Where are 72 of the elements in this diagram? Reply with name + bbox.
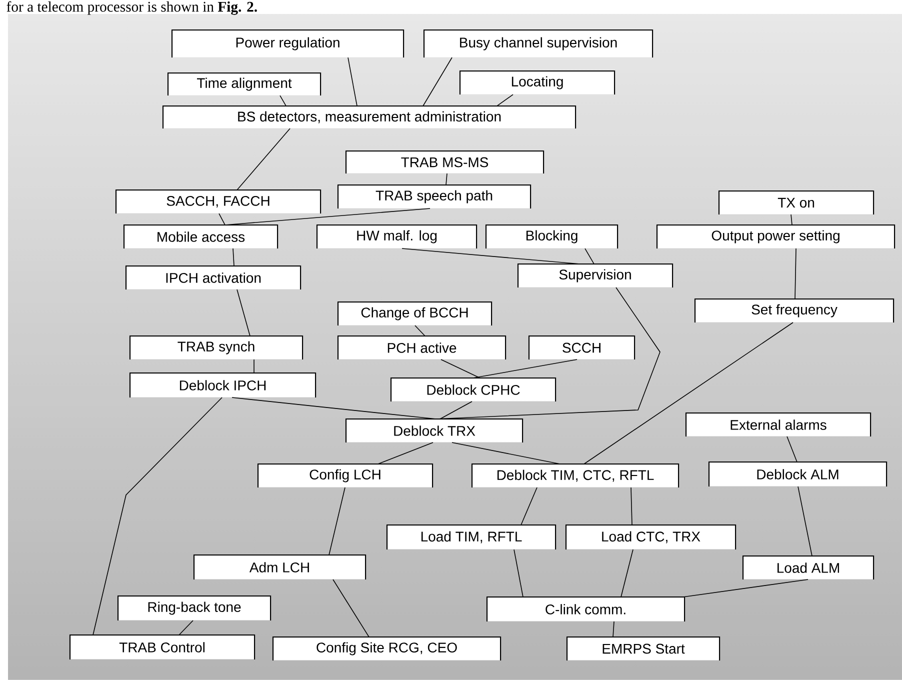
connector-line	[236, 289, 250, 336]
process-box: Load CTC, TRX	[565, 524, 736, 550]
process-box: Load TIM, RFTL	[386, 524, 556, 550]
connector-line	[224, 208, 430, 226]
connector-line	[328, 487, 346, 556]
process-box: Deblock TIM, CTC, RFTL	[471, 463, 680, 488]
process-box: TRAB synch	[129, 335, 304, 360]
process-box: Adm LCH	[193, 554, 366, 580]
process-box: Deblock CPHC	[390, 377, 556, 402]
process-box: SACCH, FACCH	[115, 189, 322, 214]
process-box: Mobile access	[123, 224, 278, 249]
connector-line	[630, 487, 632, 526]
connector-line	[236, 128, 290, 190]
process-box: HW malf. log	[316, 224, 478, 249]
process-box: Deblock IPCH	[129, 372, 316, 398]
process-box: Set frequency	[694, 298, 894, 323]
connector-line	[92, 397, 222, 636]
process-box: Power regulation	[171, 29, 404, 58]
connector-line	[612, 621, 614, 638]
process-box: EMRPS Start	[566, 636, 720, 661]
connector-line	[218, 213, 226, 226]
connector-line	[440, 359, 480, 378]
connector-line	[452, 442, 560, 464]
connector-line	[584, 322, 794, 464]
process-box: Config LCH	[257, 463, 434, 488]
process-box: TRAB MS-MS	[345, 150, 544, 174]
process-box: TX on	[718, 190, 874, 215]
process-box: Change of BCCH	[337, 301, 492, 326]
connector-line	[520, 487, 538, 526]
connector-line	[472, 359, 578, 378]
process-box: Busy channel supervision	[423, 29, 654, 58]
process-box: Blocking	[485, 224, 618, 249]
connector-line	[232, 397, 436, 420]
process-box: SCCH	[528, 335, 636, 360]
connector-line	[280, 95, 286, 106]
process-box: BS detectors, measurement administration	[162, 105, 576, 129]
connector-line	[348, 57, 358, 106]
connector-line	[798, 486, 812, 556]
connector-line	[794, 248, 796, 300]
caption-text: for a telecom processor is shown in Fig. 2.	[6, 1, 257, 15]
connector-line	[414, 325, 426, 336]
process-box: IPCH activation	[125, 265, 302, 290]
connector-line	[620, 549, 634, 598]
process-box: C-link comm.	[486, 596, 686, 622]
process-box: TRAB speech path	[337, 184, 532, 209]
process-box: Load ALM	[742, 555, 874, 580]
connector-line	[682, 579, 808, 598]
connector-line	[496, 94, 514, 106]
process-box: Time alignment	[167, 72, 322, 96]
connector-line	[446, 173, 448, 186]
process-box: Config Site RCG, CEO	[272, 636, 502, 661]
connector-line	[790, 214, 792, 226]
process-box: Deblock TRX	[345, 418, 524, 443]
process-box: Supervision	[517, 263, 674, 288]
process-box: TRAB Control	[69, 634, 256, 660]
connector-line	[332, 579, 370, 638]
connector-line	[436, 287, 660, 420]
process-box: Output power setting	[656, 224, 896, 249]
process-box: Deblock ALM	[708, 461, 888, 487]
connector-line	[378, 442, 434, 464]
process-box: Locating	[459, 70, 616, 95]
process-box: Ring-back tone	[117, 595, 272, 621]
connector-line	[786, 436, 798, 462]
connector-line	[232, 248, 234, 266]
connector-line	[402, 248, 580, 264]
connector-line	[514, 549, 524, 598]
process-box: PCH active	[337, 335, 506, 360]
connector-line	[584, 248, 594, 264]
connector-line	[178, 620, 194, 636]
process-box: External alarms	[685, 412, 872, 437]
connector-line	[422, 57, 452, 106]
connector-line	[440, 401, 472, 420]
